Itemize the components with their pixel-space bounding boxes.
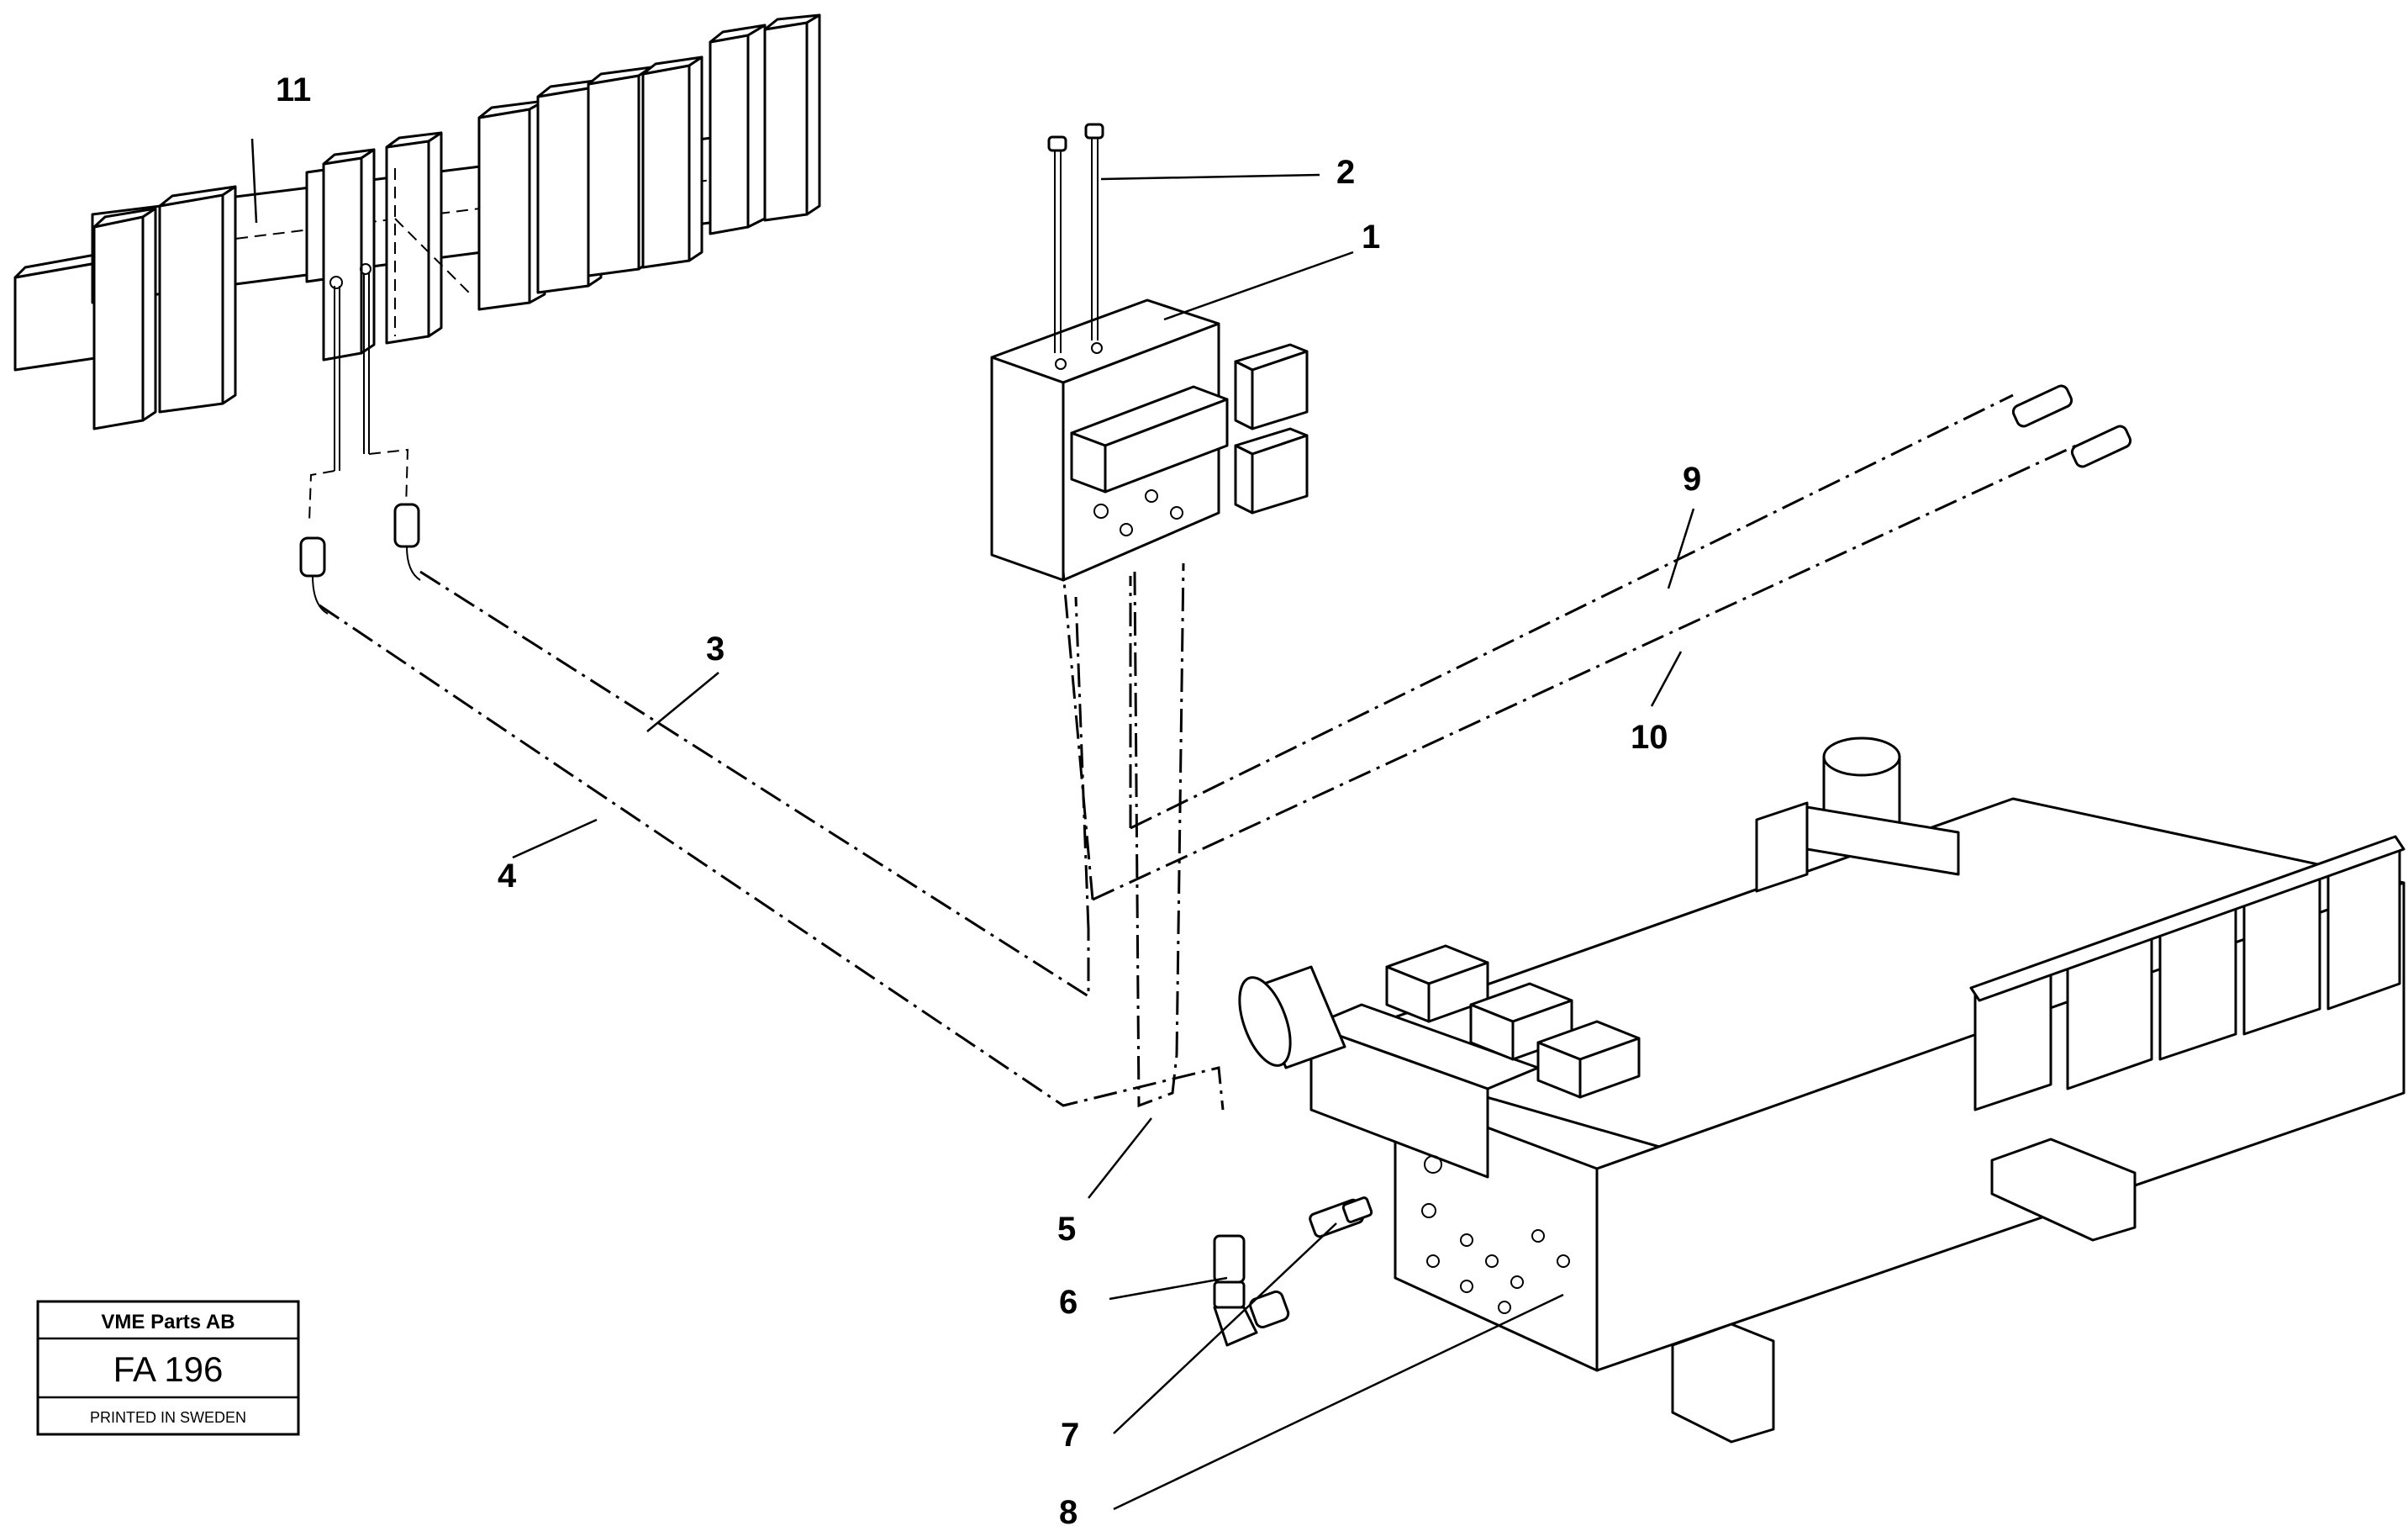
pipe-5	[1133, 562, 1185, 1108]
callout-11: 11	[276, 71, 311, 108]
title-block-code: FA 196	[113, 1349, 224, 1389]
leader-lines	[250, 138, 1695, 1511]
callout-2: 2	[1336, 154, 1355, 191]
title-block-company: VME Parts AB	[101, 1311, 234, 1333]
adaptor-fitting	[1309, 1196, 1373, 1238]
callout-labels: 11 2 1 3 4 5 6 7 8 9 10	[276, 71, 1701, 1531]
mounting-bolts	[1047, 123, 1104, 353]
callout-6: 6	[1059, 1284, 1078, 1321]
control-valve-bank	[13, 13, 821, 430]
callout-10: 10	[1631, 719, 1668, 756]
callout-3: 3	[706, 631, 725, 668]
title-block-footer: PRINTED IN SWEDEN	[90, 1409, 246, 1426]
pipe-4	[319, 604, 1225, 1111]
elbow-fitting	[1213, 1234, 1290, 1347]
pipe-3	[419, 570, 1090, 999]
callout-5: 5	[1057, 1211, 1076, 1248]
callout-9: 9	[1683, 461, 1701, 498]
pilot-valve-block	[990, 298, 1309, 582]
callout-8: 8	[1059, 1494, 1078, 1531]
title-block: VME Parts AB FA 196 PRINTED IN SWEDEN	[36, 1300, 300, 1436]
callout-1: 1	[1362, 219, 1380, 256]
callout-4: 4	[498, 858, 517, 895]
callout-7: 7	[1061, 1417, 1079, 1454]
valve-bank-connections	[299, 273, 2132, 615]
main-control-valve	[1238, 736, 2405, 1444]
pipe-9	[1129, 393, 2014, 830]
pipe-10	[1062, 444, 2077, 901]
